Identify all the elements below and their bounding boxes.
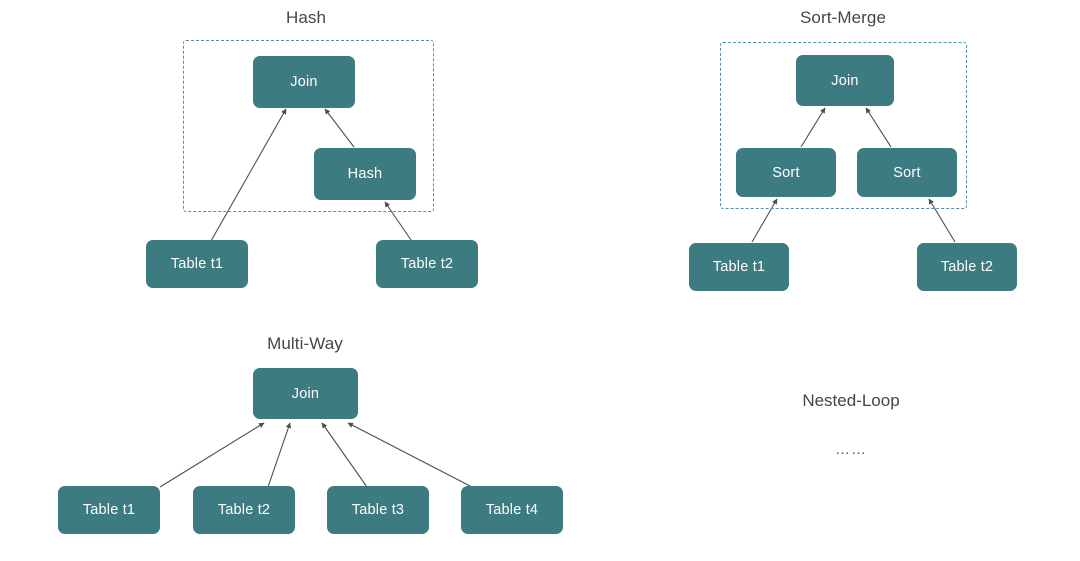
sort-merge-node-table-t1[interactable]: Table t1 (689, 243, 789, 291)
multi-way-node-table-t4[interactable]: Table t4 (461, 486, 563, 534)
sort-merge-node-sort-left[interactable]: Sort (736, 148, 836, 197)
multi-way-node-table-t3[interactable]: Table t3 (327, 486, 429, 534)
sort-merge-node-join[interactable]: Join (796, 55, 894, 106)
multi-way-node-join[interactable]: Join (253, 368, 358, 419)
panel-title-nested-loop: Nested-Loop (802, 391, 900, 410)
hash-node-hash[interactable]: Hash (314, 148, 416, 200)
panel-title-hash: Hash (285, 8, 327, 27)
sort-merge-node-sort-right[interactable]: Sort (857, 148, 957, 197)
edge-mw-t1-join (159, 422, 265, 488)
panel-title-multi-way: Multi-Way (267, 334, 343, 353)
hash-node-join[interactable]: Join (253, 56, 355, 108)
sort-merge-group-boundary (720, 42, 967, 209)
edge-mw-t3-join (321, 422, 368, 488)
hash-node-table-t2[interactable]: Table t2 (376, 240, 478, 288)
multi-way-node-table-t1[interactable]: Table t1 (58, 486, 160, 534)
edge-mw-t2-join (267, 422, 291, 488)
nested-loop-ellipsis: …… (835, 441, 867, 458)
hash-node-table-t1[interactable]: Table t1 (146, 240, 248, 288)
hash-group-boundary (183, 40, 434, 212)
edge-mw-t4-join (347, 422, 473, 488)
sort-merge-node-table-t2[interactable]: Table t2 (917, 243, 1017, 291)
multi-way-node-table-t2[interactable]: Table t2 (193, 486, 295, 534)
panel-title-sort-merge: Sort-Merge (799, 8, 887, 27)
